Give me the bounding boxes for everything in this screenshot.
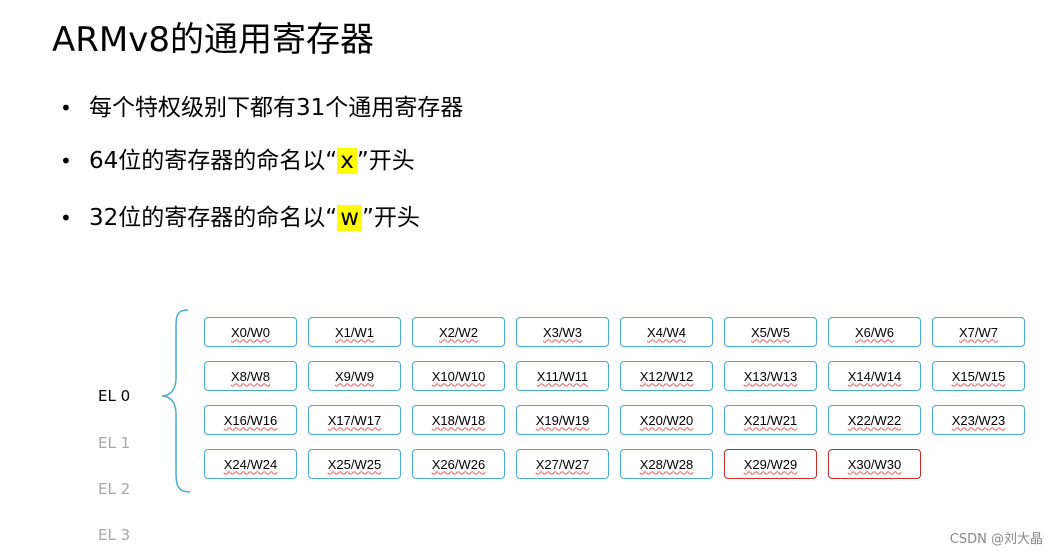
exception-level-el0: EL 0 [98,387,131,405]
register-box: X20/W20 [620,405,713,435]
register-box: X6/W6 [828,317,921,347]
register-label: X16/W16 [223,412,278,428]
register-label: X24/W24 [223,456,278,472]
register-label: X21/W21 [743,412,798,428]
register-box: X4/W4 [620,317,713,347]
highlighted-prefix: x [337,148,357,174]
bullet-dot-icon: • [60,149,72,173]
register-box: X27/W27 [516,449,609,479]
register-box: X5/W5 [724,317,817,347]
register-box: X0/W0 [204,317,297,347]
register-label: X18/W18 [431,412,486,428]
register-label: X20/W20 [639,412,694,428]
register-label: X6/W6 [854,324,894,340]
register-box: X11/W11 [516,361,609,391]
register-box: X15/W15 [932,361,1025,391]
bullet-text: 每个特权级别下都有31个通用寄存器 [89,95,464,121]
bullet-text-tail: ”开头 [356,148,415,174]
register-label: X10/W10 [431,368,486,384]
register-label: X8/W8 [230,368,270,384]
register-box: X23/W23 [932,405,1025,435]
exception-level-el1: EL 1 [98,434,131,452]
register-label: X19/W19 [535,412,590,428]
register-box: X21/W21 [724,405,817,435]
register-label: X15/W15 [951,368,1006,384]
register-label: X3/W3 [542,324,582,340]
register-label: X4/W4 [646,324,686,340]
curly-brace-icon [161,309,191,493]
register-label: X29/W29 [743,456,798,472]
register-label: X13/W13 [743,368,798,384]
bullet-text: 64位的寄存器的命名以“ [89,148,338,174]
bullet-item: • 32位的寄存器的命名以“w”开头 [60,198,420,238]
register-box: X2/W2 [412,317,505,347]
register-label: X1/W1 [334,324,374,340]
register-box: X30/W30 [828,449,921,479]
highlighted-prefix: w [337,205,362,231]
register-box: X10/W10 [412,361,505,391]
register-label: X0/W0 [230,324,270,340]
register-label: X26/W26 [431,456,486,472]
exception-level-el2: EL 2 [98,480,131,498]
register-label: X22/W22 [847,412,902,428]
register-box: X9/W9 [308,361,401,391]
register-box: X7/W7 [932,317,1025,347]
register-box: X25/W25 [308,449,401,479]
register-box: X24/W24 [204,449,297,479]
register-box: X18/W18 [412,405,505,435]
register-box: X14/W14 [828,361,921,391]
register-box: X1/W1 [308,317,401,347]
register-box: X3/W3 [516,317,609,347]
register-label: X5/W5 [750,324,790,340]
bullet-dot-icon: • [60,206,72,230]
register-label: X28/W28 [639,456,694,472]
bullet-dot-icon: • [60,96,72,120]
watermark: CSDN @刘大晶 [949,532,1043,547]
register-label: X14/W14 [847,368,902,384]
register-label: X9/W9 [334,368,374,384]
register-box: X12/W12 [620,361,713,391]
register-box: X29/W29 [724,449,817,479]
bullet-item: • 每个特权级别下都有31个通用寄存器 [60,88,463,128]
bullet-text: 32位的寄存器的命名以“ [89,205,338,231]
register-label: X17/W17 [327,412,382,428]
exception-level-el3: EL 3 [98,526,131,544]
register-label: X30/W30 [847,456,902,472]
register-label: X27/W27 [535,456,590,472]
register-box: X16/W16 [204,405,297,435]
register-label: X25/W25 [327,456,382,472]
register-box: X19/W19 [516,405,609,435]
register-grid: X0/W0 X1/W1 X2/W2 X3/W3 X4/W4 X5/W5 X6/W6 X7/W7… [204,317,1025,479]
register-label: X23/W23 [951,412,1006,428]
bullet-item: • 64位的寄存器的命名以“x”开头 [60,141,415,181]
register-box: X17/W17 [308,405,401,435]
register-label: X7/W7 [958,324,998,340]
page-title: ARMv8的通用寄存器 [52,20,374,60]
register-label: X12/W12 [639,368,694,384]
register-box: X13/W13 [724,361,817,391]
register-box: X26/W26 [412,449,505,479]
register-label: X2/W2 [438,324,478,340]
register-box: X8/W8 [204,361,297,391]
register-box: X28/W28 [620,449,713,479]
register-box: X22/W22 [828,405,921,435]
register-label: X11/W11 [536,368,589,384]
bullet-text-tail: ”开头 [362,205,420,231]
